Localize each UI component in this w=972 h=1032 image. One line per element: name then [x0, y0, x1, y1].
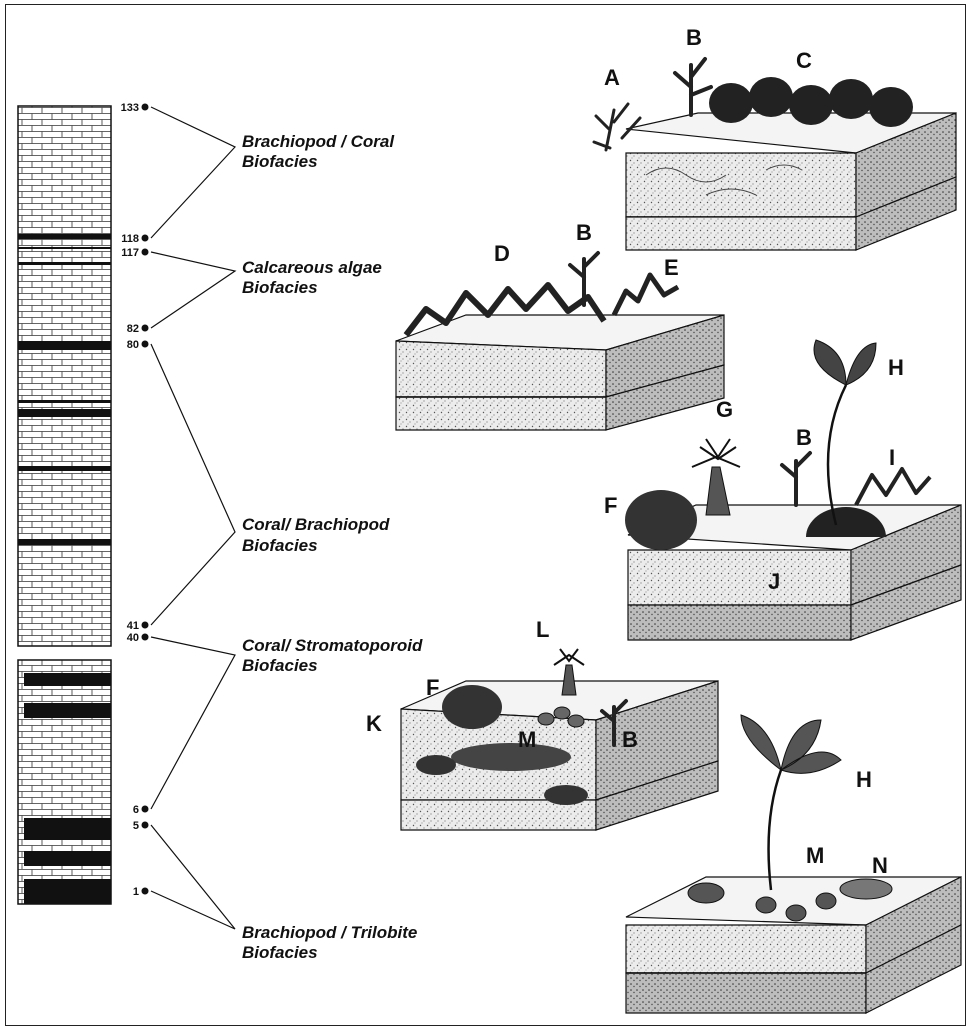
branching-coral-a [594, 104, 640, 150]
crinoid-h [814, 340, 876, 525]
biofacies-brachiopod-coral: Brachiopod / Coral Biofacies [242, 132, 395, 171]
biofacies-calcareous-algae: Calcareous algae Biofacies [242, 258, 382, 297]
reconstruction-block-1: A B C [594, 25, 956, 250]
block-4-label-m: M [518, 727, 536, 752]
connector-coral-brachiopod [151, 344, 235, 625]
reconstruction-block-2: D B E [396, 220, 724, 430]
trilobite-n [840, 879, 892, 899]
sample-82: 82 [127, 323, 149, 335]
biofacies-coral-stromatoporoid-title: Coral/ Stromatoporoid [242, 636, 423, 655]
block-3-label-j: J [768, 569, 780, 594]
block-5-label-n: N [872, 853, 888, 878]
sample-82-label: 82 [127, 323, 139, 335]
block-1-label-b: B [686, 25, 702, 50]
sample-5-dot [142, 822, 149, 829]
rugose-coral-i [856, 469, 930, 505]
sample-41-dot [142, 622, 149, 629]
block-4-label-l: L [536, 617, 549, 642]
branching-coral-b3 [782, 453, 810, 505]
column-upper-section [18, 106, 111, 646]
block-2-label-d: D [494, 241, 510, 266]
solitary-coral-g [692, 439, 740, 515]
sample-41-label: 41 [127, 620, 139, 632]
sample-6-dot [142, 806, 149, 813]
block-5-label-m: M [806, 843, 824, 868]
block-3-label-g: G [716, 397, 733, 422]
sample-80: 80 [127, 339, 149, 351]
biofacies-brachiopod-trilobite-subtitle: Biofacies [242, 943, 318, 962]
sample-133: 133 [121, 102, 149, 114]
block-4-label-f: F [426, 675, 439, 700]
block-3-label-b: B [796, 425, 812, 450]
stromatoporoid-f2 [442, 685, 502, 729]
block-4-label-b: B [622, 727, 638, 752]
biofacies-coral-brachiopod-title: Coral/ Brachiopod [242, 515, 390, 534]
sample-5: 5 [133, 820, 149, 832]
sample-118-label: 118 [121, 233, 139, 245]
connector-coral-stromatoporoid [151, 637, 235, 809]
sample-80-dot [142, 341, 149, 348]
biofacies-brachiopod-trilobite: Brachiopod / Trilobite Biofacies [242, 923, 417, 962]
biofacies-coral-brachiopod-subtitle: Biofacies [242, 536, 318, 555]
connector-lines [151, 107, 235, 929]
block-5-label-h: H [856, 767, 872, 792]
biofacies-brachiopod-coral-subtitle: Biofacies [242, 152, 318, 171]
sample-117: 117 [121, 247, 148, 259]
stromatoporoid-f [625, 490, 697, 550]
sample-41: 41 [127, 620, 149, 632]
stratigraphic-column [18, 106, 111, 904]
block-3-label-f: F [604, 493, 617, 518]
biofacies-coral-stromatoporoid-subtitle: Biofacies [242, 656, 318, 675]
sample-40-label: 40 [127, 632, 139, 644]
connector-calcareous-algae [151, 252, 235, 328]
sample-40: 40 [127, 632, 149, 644]
block-1-label-c: C [796, 48, 812, 73]
sample-40-dot [142, 634, 149, 641]
sample-1: 1 [133, 886, 149, 898]
sample-117-dot [142, 249, 149, 256]
branching-coral-b [675, 59, 711, 115]
sample-118-dot [142, 235, 149, 242]
sample-133-dot [142, 104, 149, 111]
sample-82-dot [142, 325, 149, 332]
figure-frame: 133 118 117 82 80 41 40 6 [5, 4, 966, 1026]
biofacies-calcareous-algae-title: Calcareous algae [242, 258, 382, 277]
connector-brachiopod-coral [151, 107, 235, 238]
block-2-label-b: B [576, 220, 592, 245]
biofacies-brachiopod-trilobite-title: Brachiopod / Trilobite [242, 923, 417, 942]
block-1-sediment [626, 113, 956, 250]
branching-coral-b2 [570, 253, 598, 305]
biofacies-coral-stromatoporoid: Coral/ Stromatoporoid Biofacies [242, 636, 423, 675]
sample-80-label: 80 [127, 339, 139, 351]
biofacies-calcareous-algae-subtitle: Biofacies [242, 278, 318, 297]
sample-1-dot [142, 888, 149, 895]
sample-5-label: 5 [133, 820, 139, 832]
biofacies-figure: 133 118 117 82 80 41 40 6 [6, 5, 967, 1027]
sample-6-label: 6 [133, 804, 139, 816]
block-4-label-k: K [366, 711, 382, 736]
calcareous-algae-e [614, 275, 678, 315]
block-3-label-i: I [889, 445, 895, 470]
block-2-sediment [396, 315, 724, 430]
sample-1-label: 1 [133, 886, 139, 898]
block-3-label-h: H [888, 355, 904, 380]
column-lower-section [18, 660, 111, 904]
biofacies-coral-brachiopod: Coral/ Brachiopod Biofacies [242, 515, 390, 555]
sample-117-label: 117 [121, 247, 139, 259]
sample-markers: 133 118 117 82 80 41 40 6 [121, 102, 149, 898]
biofacies-labels: Brachiopod / Coral Biofacies Calcareous … [242, 132, 423, 962]
sample-118: 118 [121, 233, 148, 245]
biofacies-brachiopod-coral-title: Brachiopod / Coral [242, 132, 395, 151]
block-5-sediment [626, 877, 961, 1013]
brachiopod-cluster-c [709, 77, 913, 127]
block-2-label-e: E [664, 255, 679, 280]
sample-133-label: 133 [121, 102, 139, 114]
sample-6: 6 [133, 804, 149, 816]
connector-brachiopod-trilobite [151, 825, 235, 929]
crinoid-h2 [741, 715, 841, 890]
block-1-label-a: A [604, 65, 620, 90]
